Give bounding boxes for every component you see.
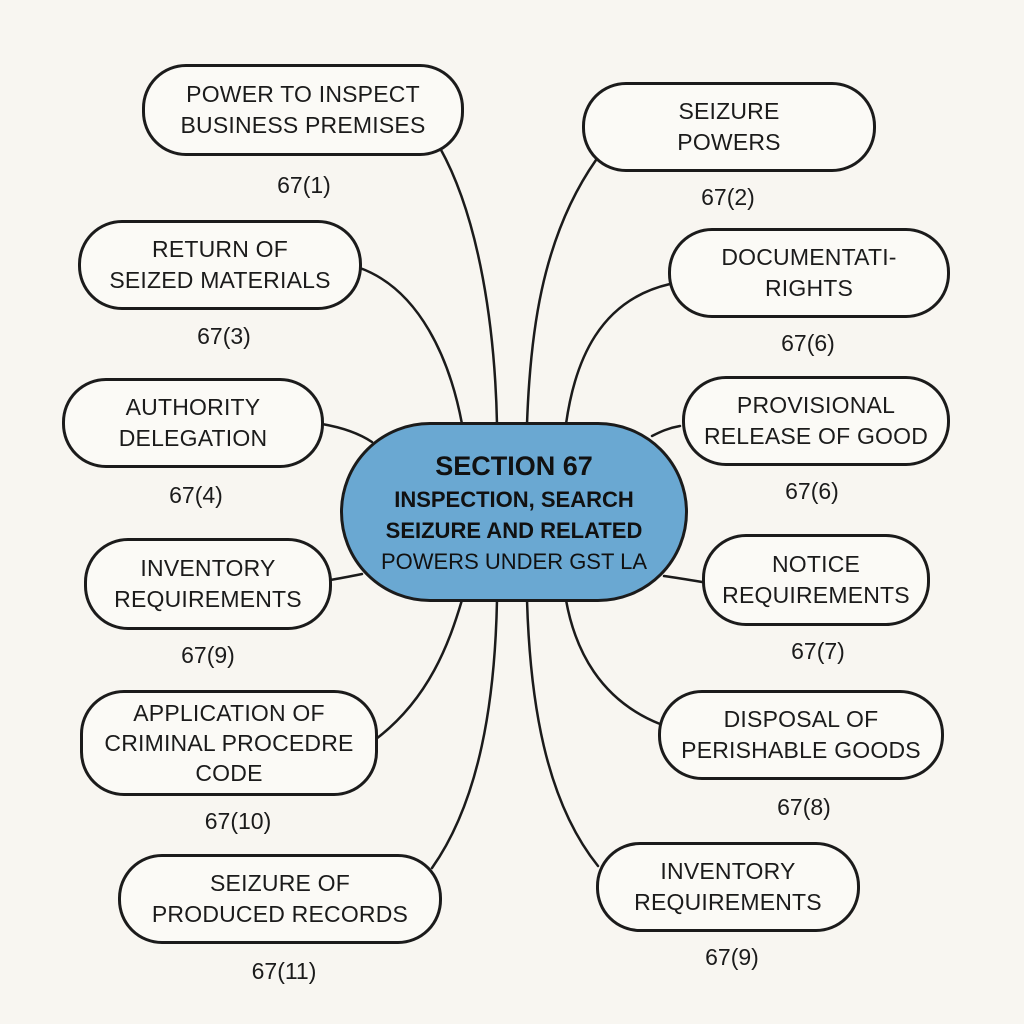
node-label-line: SEIZURE OF	[209, 870, 350, 896]
section-code: 67(4)	[169, 482, 223, 508]
node-label-line: PRODUCED RECORDS	[151, 901, 409, 927]
node-label-line: INVENTORY	[660, 858, 796, 884]
node-label-line: REQUIREMENTS	[722, 582, 910, 608]
node-seizure-powers: SEIZURE POWERS	[582, 82, 876, 172]
node-label-line: POWER TO INSPECT	[186, 81, 420, 107]
center-title: SECTION 67	[435, 450, 593, 481]
link-authority-delegation	[320, 422, 374, 444]
node-label-line: PROVISIONAL	[736, 392, 896, 418]
link-provisional-release	[650, 424, 682, 438]
link-inventory-left	[328, 572, 364, 582]
center-line-1: INSPECTION, SEARCH	[394, 486, 634, 512]
node-return-of-seized-materials: RETURN OF SEIZED MATERIALS	[78, 220, 362, 310]
node-label-line: SEIZURE	[678, 98, 780, 124]
node-label-line: SEIZED MATERIALS	[109, 267, 331, 293]
section-code: 67(8)	[777, 794, 831, 820]
node-label-line: REQUIREMENTS	[634, 889, 822, 915]
node-provisional-release-of-good: PROVISIONAL RELEASE OF GOOD	[682, 376, 950, 466]
node-power-to-inspect: POWER TO INSPECT BUSINESS PREMISES	[142, 64, 464, 156]
node-label-line: CRIMINAL PROCEDRE	[104, 730, 354, 756]
node-label-line: CODE	[195, 760, 263, 786]
node-label-line: PERISHABLE GOODS	[681, 737, 921, 763]
node-application-of-criminal-procedure-code: APPLICATION OF CRIMINAL PROCEDRE CODE	[80, 690, 378, 796]
center-line-3: POWERS UNDER GST LA	[380, 548, 648, 574]
section-code: 67(10)	[204, 808, 272, 834]
node-inventory-requirements-right: INVENTORY REQUIREMENTS	[596, 842, 860, 932]
node-label-line: DISPOSAL OF	[723, 706, 879, 732]
section-code: 67(2)	[701, 184, 755, 210]
link-power-to-inspect	[438, 146, 499, 426]
section-code: 67(11)	[251, 958, 317, 984]
node-label-line: DOCUMENTATI-	[721, 244, 897, 270]
section-code: 67(7)	[791, 638, 845, 664]
node-documentation-rights: DOCUMENTATI- RIGHTS	[668, 228, 950, 318]
section-code: 67(6)	[785, 478, 839, 504]
link-inventory-right	[525, 598, 600, 868]
node-label-line: APPLICATION OF	[133, 700, 325, 726]
node-label-line: NOTICE	[771, 551, 861, 577]
node-label-line: DELEGATION	[118, 425, 268, 451]
node-label-line: AUTHORITY	[125, 394, 261, 420]
section-code: 67(1)	[277, 172, 331, 198]
node-label-line: BUSINESS PREMISES	[180, 112, 426, 138]
center-line-2: SEIZURE AND RELATED	[385, 517, 643, 543]
node-label-line: RETURN OF	[152, 236, 288, 262]
central-node-section-67: SECTION 67 INSPECTION, SEARCH SEIZURE AN…	[340, 422, 688, 602]
link-documentation-rights	[564, 282, 672, 426]
link-notice-requirements	[662, 574, 704, 584]
node-authority-delegation: AUTHORITY DELEGATION	[62, 378, 324, 468]
section-code: 67(3)	[197, 323, 251, 349]
link-criminal-procedure	[370, 598, 464, 744]
link-disposal-perishable	[564, 598, 662, 726]
node-disposal-of-perishable-goods: DISPOSAL OF PERISHABLE GOODS	[658, 690, 944, 780]
link-seizure-records	[430, 598, 499, 870]
node-label-line: INVENTORY	[140, 555, 276, 581]
link-return-of-seized	[358, 266, 464, 426]
node-label-line: REQUIREMENTS	[114, 586, 302, 612]
node-inventory-requirements-left: INVENTORY REQUIREMENTS	[84, 538, 332, 630]
node-notice-requirements: NOTICE REQUIREMENTS	[702, 534, 930, 626]
section-code: 67(9)	[705, 944, 759, 970]
node-label-line: RELEASE OF GOOD	[703, 423, 929, 449]
section-code: 67(6)	[781, 330, 835, 356]
node-label-line: POWERS	[677, 129, 781, 155]
node-label-line: RIGHTS	[764, 275, 854, 301]
section-code: 67(9)	[181, 642, 235, 668]
node-seizure-of-produced-records: SEIZURE OF PRODUCED RECORDS	[118, 854, 442, 944]
link-seizure-powers	[525, 158, 598, 426]
